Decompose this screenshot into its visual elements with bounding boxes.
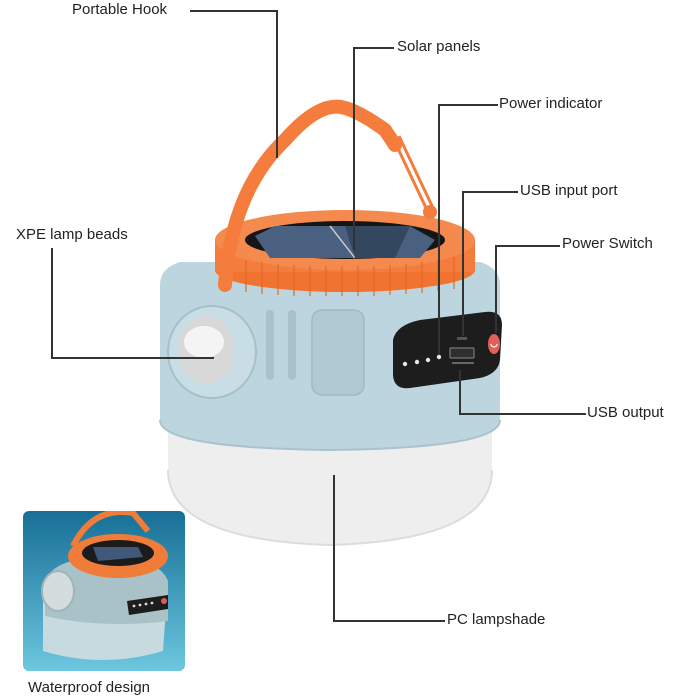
power-switch-leader-h [495, 245, 560, 247]
power-indicator-label: Power indicator [499, 95, 603, 112]
power-switch-shape [488, 334, 500, 354]
portable-hook-leader-v [276, 10, 278, 158]
waterproof-inset-image [23, 511, 185, 671]
indicator-led-4 [436, 354, 442, 360]
control-panel [393, 311, 502, 389]
pc-lampshade-leader-h [333, 620, 445, 622]
solar-panel-shape [255, 226, 435, 258]
solar-panels-label: Solar panels [397, 38, 481, 55]
xpe-leader-v [51, 248, 53, 358]
waterproof-caption: Waterproof design [28, 679, 151, 696]
solar-panels-leader-v [353, 47, 355, 250]
indicator-led-3 [425, 357, 431, 363]
usb-output-leader-v [459, 370, 461, 414]
power-indicator-leader-h [438, 104, 498, 106]
solar-panels-leader-h [353, 47, 394, 49]
indicator-led-1 [402, 361, 408, 367]
portable-hook-label: Portable Hook [72, 1, 168, 18]
pc-lampshade-label: PC lampshade [447, 611, 546, 628]
usb-output-port-shape [449, 347, 475, 359]
power-switch-label: Power Switch [562, 235, 653, 252]
usb-input-port-label: USB input port [520, 182, 618, 199]
portable-hook-leader-h [190, 10, 277, 12]
portable-hook-shape [218, 99, 402, 292]
usb-input-leader-h [462, 191, 518, 193]
xpe-lamp-beads-label: XPE lamp beads [16, 226, 128, 243]
xpe-leader-h [51, 357, 214, 359]
power-switch-leader-v [495, 245, 497, 333]
pc-lampshade-leader-v [333, 475, 335, 621]
indicator-led-2 [414, 359, 420, 365]
usb-input-leader-v [462, 191, 464, 336]
usb-input-port-shape [457, 337, 467, 340]
usb-output-label: USB output [587, 404, 664, 421]
usb-output-leader-h [459, 413, 586, 415]
power-indicator-leader-v [438, 104, 440, 354]
